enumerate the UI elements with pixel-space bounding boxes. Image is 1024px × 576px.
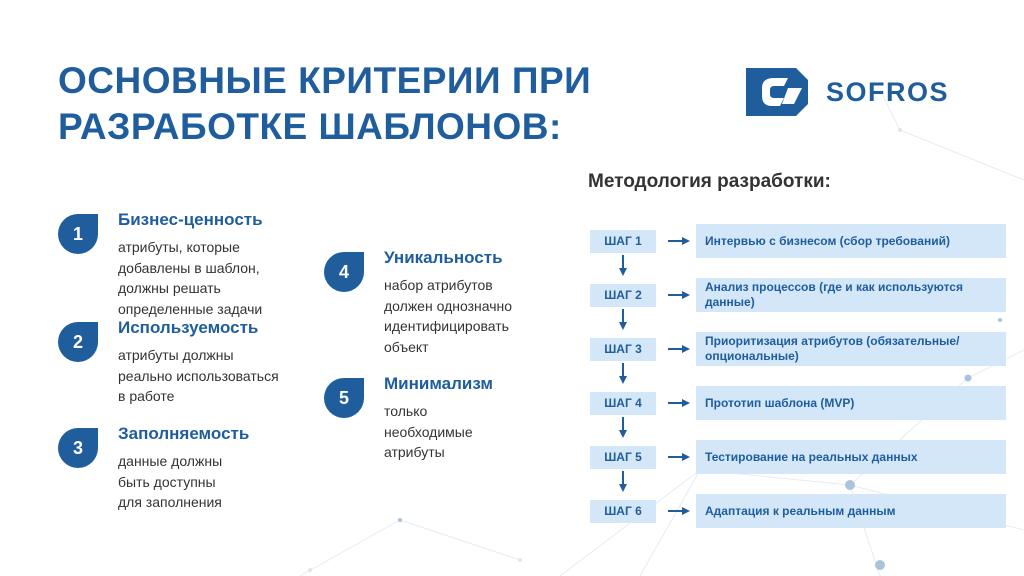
criterion-title: Бизнес-ценность <box>118 210 263 229</box>
criterion-text: атрибуты, которые добавлены в шаблон, до… <box>118 239 263 317</box>
title-line-2: РАЗРАБОТКЕ ШАБЛОНОВ: <box>58 106 562 147</box>
criterion-title: Уникальность <box>384 248 503 267</box>
criterion-text: атрибуты должны реально использоваться в… <box>118 347 279 404</box>
criterion-text: данные должны быть доступны для заполнен… <box>118 453 223 510</box>
sofros-logo: SOFROS <box>744 64 949 120</box>
title-line-1: ОСНОВНЫЕ КРИТЕРИИ ПРИ <box>58 60 592 101</box>
step-label-1: ШАГ 1 <box>590 230 656 253</box>
criterion-number-badge: 1 <box>58 214 98 254</box>
step-description-4: Прототип шаблона (MVP) <box>696 386 1006 420</box>
sofros-logo-icon <box>746 68 808 116</box>
step-description-6: Адаптация к реальным данным <box>696 494 1006 528</box>
criterion-number-badge: 4 <box>324 252 364 292</box>
criterion-number-badge: 5 <box>324 378 364 418</box>
step-description-1: Интервью с бизнесом (сбор требований) <box>696 224 1006 258</box>
criterion-title: Заполняемость <box>118 424 250 443</box>
step-description-2: Анализ процессов (где и как используются… <box>696 278 1006 312</box>
criterion-title: Используемость <box>118 318 259 337</box>
page-title: ОСНОВНЫЕ КРИТЕРИИ ПРИ РАЗРАБОТКЕ ШАБЛОНО… <box>58 58 591 150</box>
criterion-title: Минимализм <box>384 374 493 393</box>
criterion-number-badge: 3 <box>58 428 98 468</box>
step-label-3: ШАГ 3 <box>590 338 656 361</box>
step-label-5: ШАГ 5 <box>590 446 656 469</box>
step-label-2: ШАГ 2 <box>590 284 656 307</box>
logo-text: SOFROS <box>826 76 950 107</box>
criterion-text: набор атрибутов должен однозначно иденти… <box>384 277 513 355</box>
criterion-number-badge: 2 <box>58 322 98 362</box>
criterion-text: только необходимые атрибуты <box>384 403 473 460</box>
step-description-3: Приоритизация атрибутов (обязательные/оп… <box>696 332 1006 366</box>
step-description-5: Тестирование на реальных данных <box>696 440 1006 474</box>
step-label-4: ШАГ 4 <box>590 392 656 415</box>
methodology-title: Методология разработки: <box>588 171 831 192</box>
step-label-6: ШАГ 6 <box>590 500 656 523</box>
